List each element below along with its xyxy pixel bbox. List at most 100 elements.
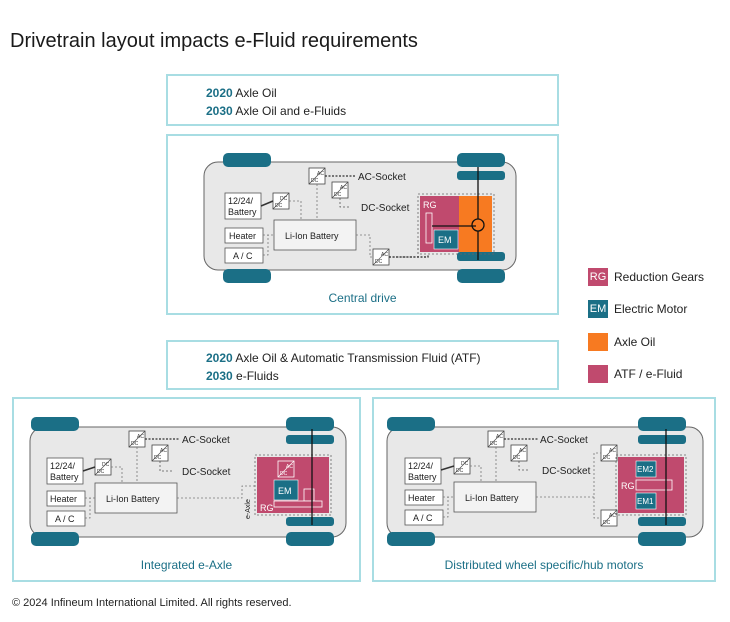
- liion-battery-label: Li-Ion Battery: [285, 231, 339, 241]
- wheel-front-left: [387, 417, 435, 431]
- legend-item-atf: ATF / e-Fluid: [588, 365, 682, 383]
- axle-oil-housing: [459, 196, 492, 252]
- converter-hub-rear: AC DC: [600, 509, 618, 527]
- conv4-dc: DC: [375, 259, 383, 265]
- year-2030: 2030: [206, 104, 233, 118]
- liion-battery-label: Li-Ion Battery: [465, 493, 519, 503]
- wheel-front-right-2: [457, 171, 505, 180]
- wheel-rear-right: [457, 269, 505, 283]
- ac-unit-box: [46, 510, 86, 527]
- legend-label-rg: Reduction Gears: [614, 270, 705, 284]
- converter-eaxle: AC DC: [277, 460, 295, 478]
- wheel-front-left: [223, 153, 271, 167]
- mid-year-2020-text: Axle Oil & Automatic Transmission Fluid …: [235, 351, 481, 365]
- year-2030-text: Axle Oil and e-Fluids: [235, 104, 347, 118]
- wheel-rear-right: [286, 532, 334, 546]
- conv2-dc: DC: [154, 455, 162, 461]
- converter-ac-top: AC DC: [487, 430, 505, 448]
- central-drive-diagram: AC DC AC DC DC DC AC DC AC-Socket DC-Soc…: [203, 153, 517, 283]
- wheel-front-right: [457, 153, 505, 167]
- wheel-front-right-2: [638, 435, 686, 444]
- conv2-ac: AC: [160, 448, 167, 454]
- mid-year-2030-text: e-Fluids: [236, 369, 279, 383]
- year-line-2020: 2020 Axle Oil: [206, 84, 557, 102]
- differential: [471, 218, 485, 232]
- legend-item-axle-oil: Axle Oil: [588, 333, 655, 351]
- wiring-dashed: [443, 447, 601, 519]
- drive-unit-outline: [417, 193, 495, 255]
- ac-socket-label: AC-Socket: [358, 172, 406, 183]
- aux-battery-label-1: 12/24/: [50, 461, 76, 471]
- mid-year-line-2030: 2030 e-Fluids: [206, 367, 557, 385]
- conv1-ac: AC: [137, 434, 144, 440]
- legend-swatch-rg: RG: [588, 268, 608, 286]
- liion-battery-box: [94, 482, 178, 514]
- converter-dc-top: AC DC: [510, 444, 528, 462]
- conv2-ac: AC: [519, 448, 526, 454]
- conv3-dc2: DC: [275, 203, 283, 209]
- year-2020-text: Axle Oil: [235, 86, 277, 100]
- aux-battery-box: [46, 457, 84, 485]
- gear-bar: [425, 212, 433, 244]
- dc-socket-line: [518, 461, 530, 471]
- wiring-dashed: [85, 447, 255, 519]
- ac-unit-label: A / C: [55, 514, 75, 524]
- converter-battery: DC DC: [94, 458, 112, 476]
- liion-battery-box: [453, 481, 537, 513]
- legend-swatch-axle-oil: [588, 333, 608, 351]
- eaxle-outline: [254, 454, 332, 516]
- conv1-dc: DC: [131, 441, 139, 447]
- wheel-rear-left: [31, 532, 79, 546]
- aux-battery-label-2: Battery: [228, 207, 257, 217]
- conv1-dc: DC: [311, 178, 319, 184]
- wheel-rear-right-2: [457, 252, 505, 261]
- conv2-dc: DC: [513, 455, 521, 461]
- ac-unit-box: [224, 247, 264, 264]
- heater-box: [224, 227, 264, 244]
- gear-bar: [273, 500, 323, 508]
- wheel-front-right: [638, 417, 686, 431]
- converter-dc-top: AC DC: [151, 444, 169, 462]
- wheel-rear-left: [387, 532, 435, 546]
- mid-year-box: 2020 Axle Oil & Automatic Transmission F…: [166, 340, 559, 390]
- legend-swatch-em: EM: [588, 300, 608, 318]
- converter-ac-top: AC DC: [128, 430, 146, 448]
- year-2020: 2020: [206, 86, 233, 100]
- dc-socket-line: [159, 461, 172, 472]
- aux-battery-box: [404, 457, 442, 485]
- dc-socket-line: [339, 198, 351, 208]
- heater-label: Heater: [408, 493, 435, 503]
- heater-box: [404, 489, 444, 506]
- conv3-dc: DC: [280, 196, 288, 202]
- rg-label: RG: [423, 200, 437, 210]
- em-label: EM: [278, 486, 292, 496]
- rg-label: RG: [260, 503, 274, 513]
- legend-swatch-atf: [588, 365, 608, 383]
- aux-battery-label-1: 12/24/: [408, 461, 434, 471]
- mid-year-2030: 2030: [206, 369, 233, 383]
- drive-shaft: [432, 167, 479, 260]
- wheel-front-right-2: [286, 435, 334, 444]
- legend-label-em: Electric Motor: [614, 302, 688, 316]
- mid-year-2020: 2020: [206, 351, 233, 365]
- converter-hub-front: AC DC: [600, 444, 618, 462]
- conv2-dc: DC: [334, 192, 342, 198]
- conv4-ac: AC: [286, 464, 293, 470]
- legend-item-em: EM Electric Motor: [588, 300, 687, 318]
- conv3-dc: DC: [461, 461, 469, 467]
- converter-battery: DC DC: [453, 457, 471, 475]
- em1-label: EM1: [637, 497, 654, 506]
- mid-year-line-2020: 2020 Axle Oil & Automatic Transmission F…: [206, 349, 557, 367]
- converter-ac-top: AC DC: [308, 167, 326, 185]
- em-block: [433, 229, 459, 250]
- wheel-rear-left: [223, 269, 271, 283]
- wheel-rear-right-2: [286, 517, 334, 526]
- year-line-2030: 2030 Axle Oil and e-Fluids: [206, 102, 557, 120]
- ac-unit-label: A / C: [413, 513, 433, 523]
- wiring-dashed: [263, 184, 419, 258]
- hub-outline: [615, 454, 687, 516]
- ac-socket-label: AC-Socket: [540, 435, 588, 446]
- conv4-ac: AC: [381, 252, 388, 258]
- conv1-ac: AC: [496, 434, 503, 440]
- wheel-front-left: [31, 417, 79, 431]
